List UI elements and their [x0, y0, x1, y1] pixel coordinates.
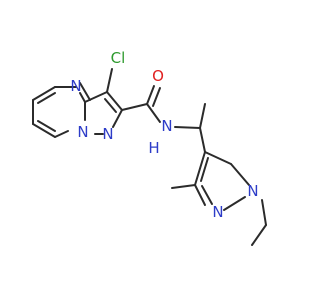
bond-c8-n1	[54, 130, 69, 138]
bond-carbonyl-o	[146, 85, 155, 105]
fused-pyrazole-nitrogen-label: N	[102, 125, 113, 143]
bond-c3-c4	[194, 151, 206, 186]
bond-n2-c3	[194, 184, 206, 206]
bond-c3-c2	[106, 91, 123, 111]
bond-c3a-n4-double	[79, 82, 91, 101]
bond-c7-c8	[32, 123, 56, 138]
ethyl-pyrazole-ring	[194, 151, 250, 211]
bond-c3-cl	[106, 68, 113, 93]
bond-ch-methyl	[199, 103, 206, 129]
bond-c4-c5	[204, 151, 232, 165]
amide-hydrogen-label: H	[148, 139, 159, 157]
bond-c2-carbonyl	[121, 103, 148, 111]
bond-carbonyl-o-double	[152, 87, 161, 107]
bond-n-ethyl-ch2	[261, 199, 267, 226]
bond-ring-methyl	[171, 184, 196, 189]
bond-c5-c6	[32, 86, 56, 101]
bond-c3a-c3	[84, 91, 108, 103]
amide-nitrogen-label: N	[161, 117, 172, 135]
ethyl-pyrazole-nitrogen-label: N	[247, 182, 258, 200]
chlorine-label: Cl	[111, 49, 126, 67]
oxygen-label: O	[152, 67, 164, 85]
bond-c7-c8-double	[37, 120, 56, 132]
structure-canvas: Cl O N N N N H N N	[32, 49, 267, 246]
bond-ch-ring	[199, 127, 206, 153]
bond-c3-c4-double	[200, 157, 209, 182]
bond-c3a-n4	[79, 92, 86, 103]
bond-carbonyl-n	[146, 103, 161, 123]
bond-n-ch	[174, 126, 201, 129]
bridgehead-nitrogen-label: N	[77, 123, 88, 141]
molecule-diagram: Cl O N N N N H N N	[32, 49, 267, 246]
bond-c2-n	[112, 109, 123, 128]
bond-n1-n2	[223, 196, 246, 211]
bond-n2-c3-double	[201, 185, 213, 205]
bond-c5-n1	[230, 163, 250, 186]
bond-c5-c6-double	[37, 92, 56, 104]
imine-pyrazole-nitrogen-label: N	[212, 203, 223, 221]
bond-c3-c2-double	[104, 98, 117, 113]
bond-ethyl-ch3	[251, 224, 267, 246]
fused-pyrazole-ring	[84, 91, 123, 135]
pyrimidine-ring	[32, 82, 91, 138]
pyrimidine-nitrogen-label: N	[70, 77, 81, 95]
